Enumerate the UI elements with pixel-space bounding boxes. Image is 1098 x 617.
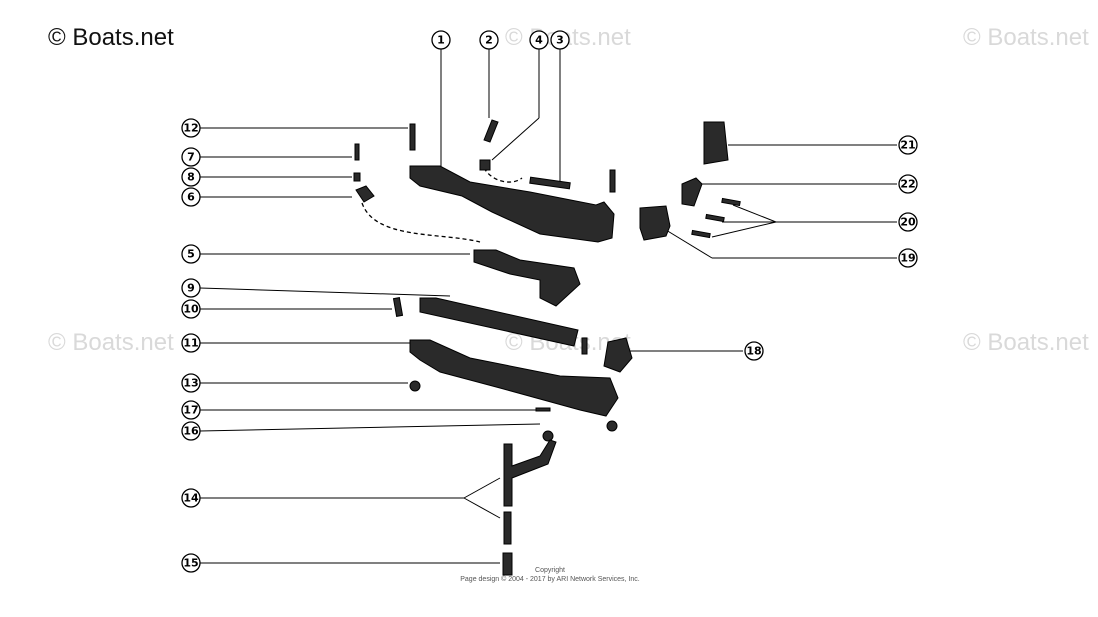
part-16-washer xyxy=(542,430,554,442)
callout-5: 5 xyxy=(187,248,195,261)
callout-21: 21 xyxy=(900,139,915,152)
callout-16: 16 xyxy=(183,425,199,438)
part-9-rail xyxy=(419,297,579,347)
copyright-line-1: Copyright xyxy=(535,567,565,574)
callout-14: 14 xyxy=(183,492,199,505)
parts xyxy=(353,119,741,576)
callout-11: 11 xyxy=(183,337,198,350)
part-19-block xyxy=(639,205,671,241)
callout-18: 18 xyxy=(746,345,761,358)
part-12-screw xyxy=(409,123,416,151)
part-21-cap xyxy=(703,121,729,165)
part-4-nut xyxy=(479,159,491,171)
part-18-pad xyxy=(603,337,633,373)
callout-12: 12 xyxy=(183,122,198,135)
callout-2: 2 xyxy=(485,34,493,47)
part-14-rod xyxy=(503,511,512,545)
part-22-plate xyxy=(681,177,703,207)
callout-10: 10 xyxy=(183,303,199,316)
callout-15: 15 xyxy=(183,557,198,570)
part-2-bolt xyxy=(483,119,499,143)
leader-lines xyxy=(199,48,897,564)
part-17-pin xyxy=(535,407,551,412)
part-20-pin-b xyxy=(705,213,725,223)
callout-7: 7 xyxy=(187,151,195,164)
part-screw xyxy=(609,169,616,193)
callout-6: 6 xyxy=(187,191,195,204)
part-8-spacer xyxy=(353,172,361,182)
part-5-bracket xyxy=(473,249,581,307)
part-20-pin-c xyxy=(691,229,711,239)
part-pin xyxy=(581,337,588,355)
callout-4: 4 xyxy=(535,34,543,47)
callout-19: 19 xyxy=(900,252,915,265)
callout-20: 20 xyxy=(900,216,916,229)
callout-13: 13 xyxy=(183,377,198,390)
part-15-sleeve xyxy=(502,552,513,576)
watermark-top-right: © Boats.net xyxy=(963,24,1089,51)
part-7-screw xyxy=(354,143,360,161)
callout-circles xyxy=(181,30,918,573)
part-11-base xyxy=(409,339,619,417)
part-10-pin xyxy=(392,297,404,317)
part-14-lever xyxy=(503,439,557,507)
part-nut xyxy=(606,420,618,432)
copyright-line-2: Page design © 2004 - 2017 by ARI Network… xyxy=(460,576,640,583)
callout-17: 17 xyxy=(183,404,198,417)
brand-logo: © Boats.net xyxy=(48,24,174,51)
watermark-mid-right: © Boats.net xyxy=(963,329,1089,356)
callout-labels: 1 2 4 3 12 7 8 6 5 9 10 11 13 17 16 14 1… xyxy=(183,34,916,570)
callout-9: 9 xyxy=(187,282,195,295)
callout-3: 3 xyxy=(556,34,564,47)
part-3-long-bolt xyxy=(529,176,571,190)
watermark-mid-left: © Boats.net xyxy=(48,329,174,356)
dashed-leaders xyxy=(361,167,523,243)
callout-1: 1 xyxy=(437,34,445,47)
callout-8: 8 xyxy=(187,171,195,184)
part-20-pin-a xyxy=(721,197,741,207)
part-13-nut xyxy=(409,380,421,392)
part-1-upper-bracket xyxy=(409,165,615,243)
part-6-clip xyxy=(355,185,375,203)
copyright-notice: Copyright Page design © 2004 - 2017 by A… xyxy=(420,566,680,584)
callout-22: 22 xyxy=(900,178,915,191)
